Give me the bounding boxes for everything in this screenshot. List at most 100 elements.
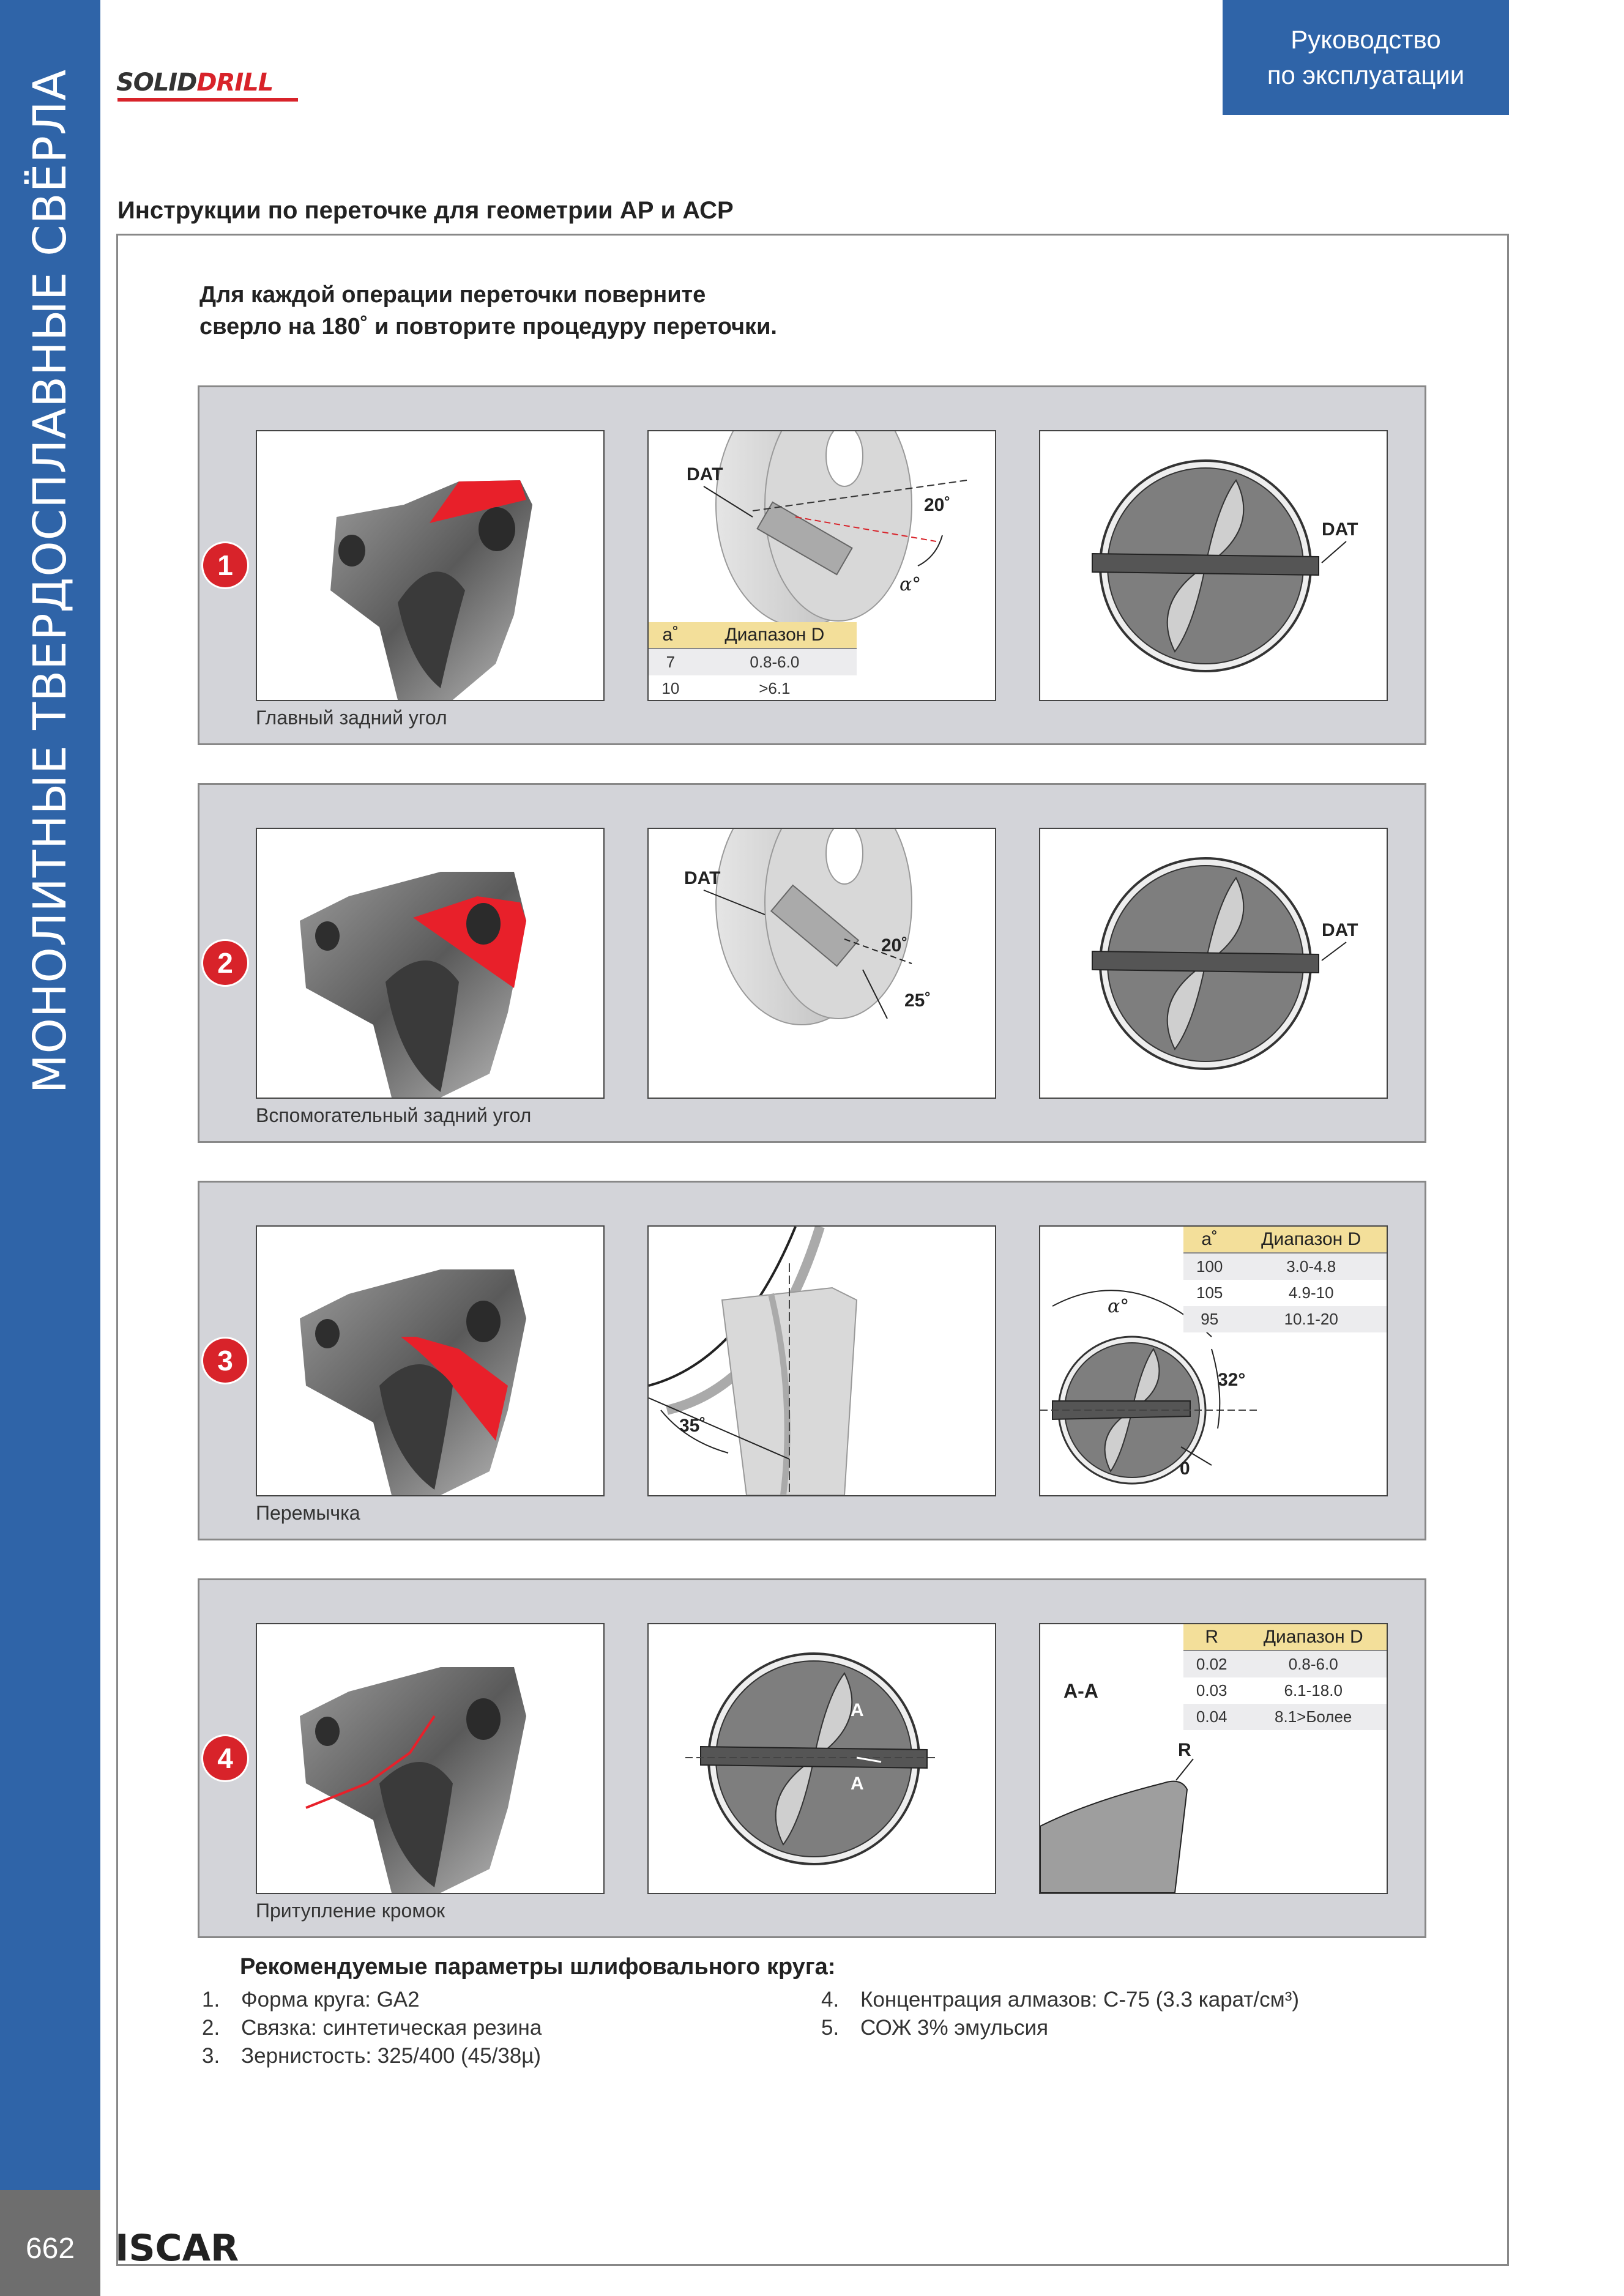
step-caption: Перемычка [256,1502,360,1524]
drill-cross-section-drawing: α° 32° 0 [1040,1290,1261,1485]
list-item: 3. Зернистость: 325/400 (45/38µ) [202,2042,542,2070]
drill-tip-illustration-3 [256,1225,605,1496]
step-number-badge: 3 [203,1339,247,1383]
dat-label: DAT [687,464,723,485]
table-cell: 3.0-4.8 [1235,1253,1387,1280]
content-frame [116,234,1509,2266]
table-cell: >6.1 [692,675,857,700]
section-mark-a: A [851,1774,864,1794]
manual-tab-line2: по эксплуатации [1267,61,1465,89]
drill-tip-drawing [300,1269,526,1495]
table-cell: 6.1-18.0 [1240,1677,1387,1704]
logo-part-solid: SOLID [116,69,197,97]
table-cell: 100 [1183,1253,1236,1280]
list-number: 3. [202,2044,220,2068]
list-item: 5. СОЖ 3% эмульсия [821,2014,1299,2042]
table-cell: 8.1>Более [1240,1704,1387,1730]
table-cell: 10.1-20 [1235,1306,1387,1332]
list-text: Концентрация алмазов: С-75 (3.3 карат/см… [860,1988,1300,2012]
table-cell: 95 [1183,1306,1236,1332]
angle-label-20: 20˚ [881,935,907,956]
drill-end-view-2: DAT [1039,828,1388,1099]
step-caption: Вспомогательный задний угол [256,1104,532,1126]
list-number: 2. [202,2016,220,2040]
dat-label: DAT [684,868,720,888]
list-text: Связка: синтетическая резина [241,2016,542,2040]
table-cell: 105 [1183,1280,1236,1306]
section-mark-a: A [851,1700,864,1720]
angle-label-35: 35˚ [679,1416,706,1436]
params-list-right: 4. Концентрация алмазов: С-75 (3.3 карат/… [821,1986,1299,2042]
step-3-panel: 3 35˚ [198,1181,1426,1540]
manual-tab: Руководство по эксплуатации [1223,0,1509,115]
step-2-panel: 2 DAT 20˚ 25˚ [198,783,1426,1143]
table-header: Диапазон D [1240,1624,1387,1651]
list-number: 4. [821,1988,840,2012]
table-cell: 0.03 [1183,1677,1240,1704]
intro-text: Для каждой операции переточки поверните … [199,279,873,343]
table-row: 10>6.1 [649,675,857,700]
alpha-label: α° [900,574,921,595]
manual-tab-line1: Руководство [1291,25,1441,54]
drill-cross-section-drawing: DAT [1092,459,1358,672]
alpha-label: α° [1108,1296,1129,1317]
list-item: 1.Форма круга: GA2 [202,1986,542,2014]
drill-tip-illustration-1 [256,430,605,701]
dat-label: DAT [1322,519,1358,540]
angle-label-25: 25˚ [904,990,931,1011]
step-number-badge: 2 [203,941,247,985]
angle-label-32: 32° [1218,1370,1245,1390]
table-header: R [1183,1624,1240,1651]
drill-end-view-4: A A [647,1623,996,1894]
page-number: 662 [25,2232,75,2265]
table-header: Диапазон D [1235,1227,1387,1254]
step-number-badge: 1 [203,543,247,587]
list-text: СОЖ 3% эмульсия [860,2016,1049,2040]
drill-cross-section-drawing: A A [685,1652,936,1865]
table-cell: 0.8-6.0 [1240,1651,1387,1677]
edge-hone-drawing: A-A R [1040,1680,1194,1893]
intro-line-1: Для каждой операции переточки поверните [199,282,706,308]
page-heading: Инструкции по переточке для геометрии АР… [117,197,734,224]
params-list-left: 1.Форма круга: GA2 2. Связка: синтетическ… [202,1986,542,2070]
table-cell: 4.9-10 [1235,1280,1387,1306]
list-text: Зернистость: 325/400 (45/38µ) [241,2044,542,2068]
page-number-box [0,2190,100,2296]
step-caption: Главный задний угол [256,707,447,729]
table-header: a˚ [649,622,693,649]
drill-cross-section-drawing: DAT [1092,857,1358,1070]
list-number: 5. [821,2016,840,2040]
web-thinning-drawing: 35˚ [649,1227,858,1495]
table-cell: 10 [649,675,693,700]
drill-end-view-1: DAT [1039,430,1388,701]
grinding-wheel-drawing: DAT 20˚ 25˚ [684,829,931,1025]
step-caption: Притупление кромок [256,1900,445,1922]
list-text: Форма круга: GA2 [241,1988,420,2012]
intro-line-2: сверло на 180˚ и повторите процедуру пер… [199,314,777,340]
drill-tip-drawing [300,872,526,1098]
table-cell: 0.04 [1183,1704,1240,1730]
solid-drill-logo: SOLIDDRILL [116,69,274,97]
list-item: 2. Связка: синтетическая резина [202,2014,542,2042]
drill-tip-illustration-4 [256,1623,605,1894]
grinding-setup-illustration-2: DAT 20˚ 25˚ [647,828,996,1099]
table-header: Диапазон D [692,622,857,649]
radius-label: R [1178,1740,1191,1760]
side-band: МОНОЛИТНЫЕ ТВЕРДОСПЛАВНЫЕ СВЁРЛА [0,0,100,2190]
list-item: 4. Концентрация алмазов: С-75 (3.3 карат/… [821,1986,1299,2014]
